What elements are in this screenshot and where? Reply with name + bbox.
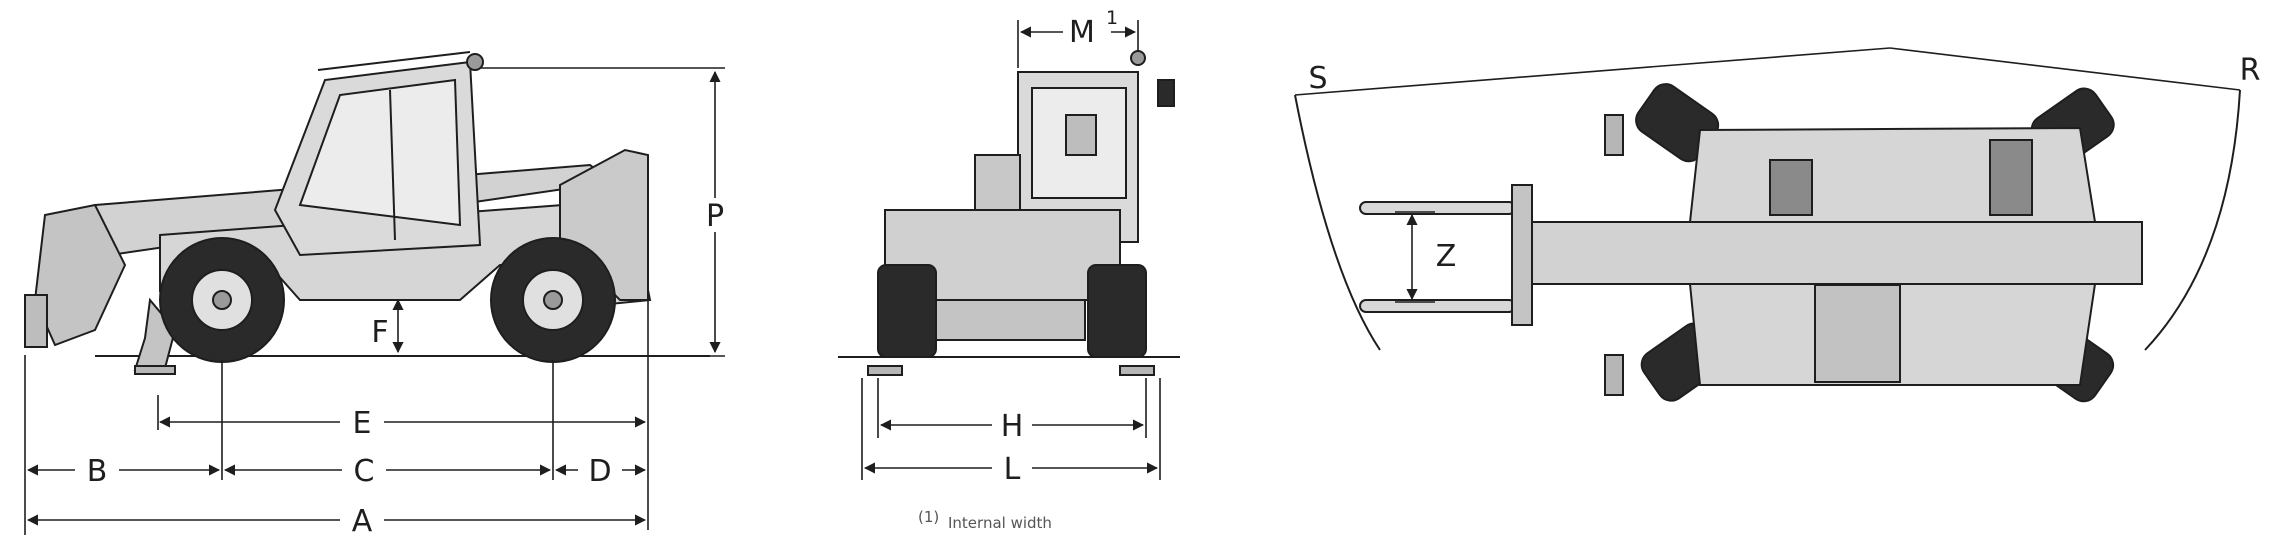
- label-m-superscript: 1: [1106, 7, 1118, 29]
- side-cab-window: [298, 78, 462, 227]
- label-l: L: [1004, 452, 1021, 487]
- front-seat: [1065, 114, 1097, 156]
- top-stabilizer-lower: [1604, 354, 1624, 396]
- radius-line-r: [1889, 47, 2241, 91]
- front-body: [884, 209, 1121, 301]
- front-left-tyre: [877, 264, 937, 358]
- top-fork-lower: [1359, 299, 1516, 313]
- label-e: E: [353, 406, 372, 441]
- label-z: Z: [1436, 239, 1457, 274]
- top-cab-body: [1688, 126, 2097, 223]
- label-p: P: [706, 199, 724, 234]
- label-b: B: [87, 454, 108, 489]
- turning-radius-arc: [1294, 94, 1381, 351]
- footnote-marker: (1): [918, 508, 939, 526]
- side-cab-door-frame: [389, 89, 396, 241]
- label-r: R: [2240, 53, 2261, 88]
- top-carriage: [1511, 184, 1533, 326]
- top-stabilizer-upper: [1604, 114, 1624, 156]
- front-lower-frame: [919, 299, 1086, 341]
- top-counterweight-panel: [1989, 139, 2033, 216]
- top-engine-grille: [1814, 284, 1901, 383]
- front-beacon-light: [1130, 50, 1146, 66]
- top-fork-upper: [1359, 201, 1516, 215]
- side-fork: [24, 294, 48, 348]
- front-right-pad: [1119, 365, 1155, 376]
- top-cab-window: [1769, 159, 1813, 216]
- side-front-hub: [212, 290, 232, 310]
- side-cab-roof-bar: [317, 51, 471, 71]
- front-right-tyre: [1087, 264, 1147, 358]
- footnote-text: Internal width: [948, 514, 1052, 532]
- side-stabilizer-pad: [134, 365, 176, 375]
- front-view: [838, 50, 1180, 376]
- label-h: H: [1001, 409, 1024, 444]
- front-left-pad: [867, 365, 903, 376]
- beacon-light: [466, 53, 484, 71]
- label-f: F: [371, 315, 388, 350]
- top-dimensions: [1395, 211, 1435, 303]
- side-view: [24, 51, 710, 375]
- label-a: A: [352, 504, 373, 539]
- label-s: S: [1308, 61, 1327, 96]
- top-boom: [1531, 221, 2143, 285]
- front-mirror: [1157, 79, 1175, 107]
- side-dimensions: [24, 67, 725, 535]
- top-view: [1294, 47, 2241, 403]
- label-m: M: [1069, 15, 1095, 50]
- turning-radius-arc-right: [2144, 89, 2241, 351]
- side-rear-hub: [543, 290, 563, 310]
- radius-line-s: [1294, 47, 1891, 96]
- label-c: C: [354, 454, 375, 489]
- label-d: D: [588, 454, 611, 489]
